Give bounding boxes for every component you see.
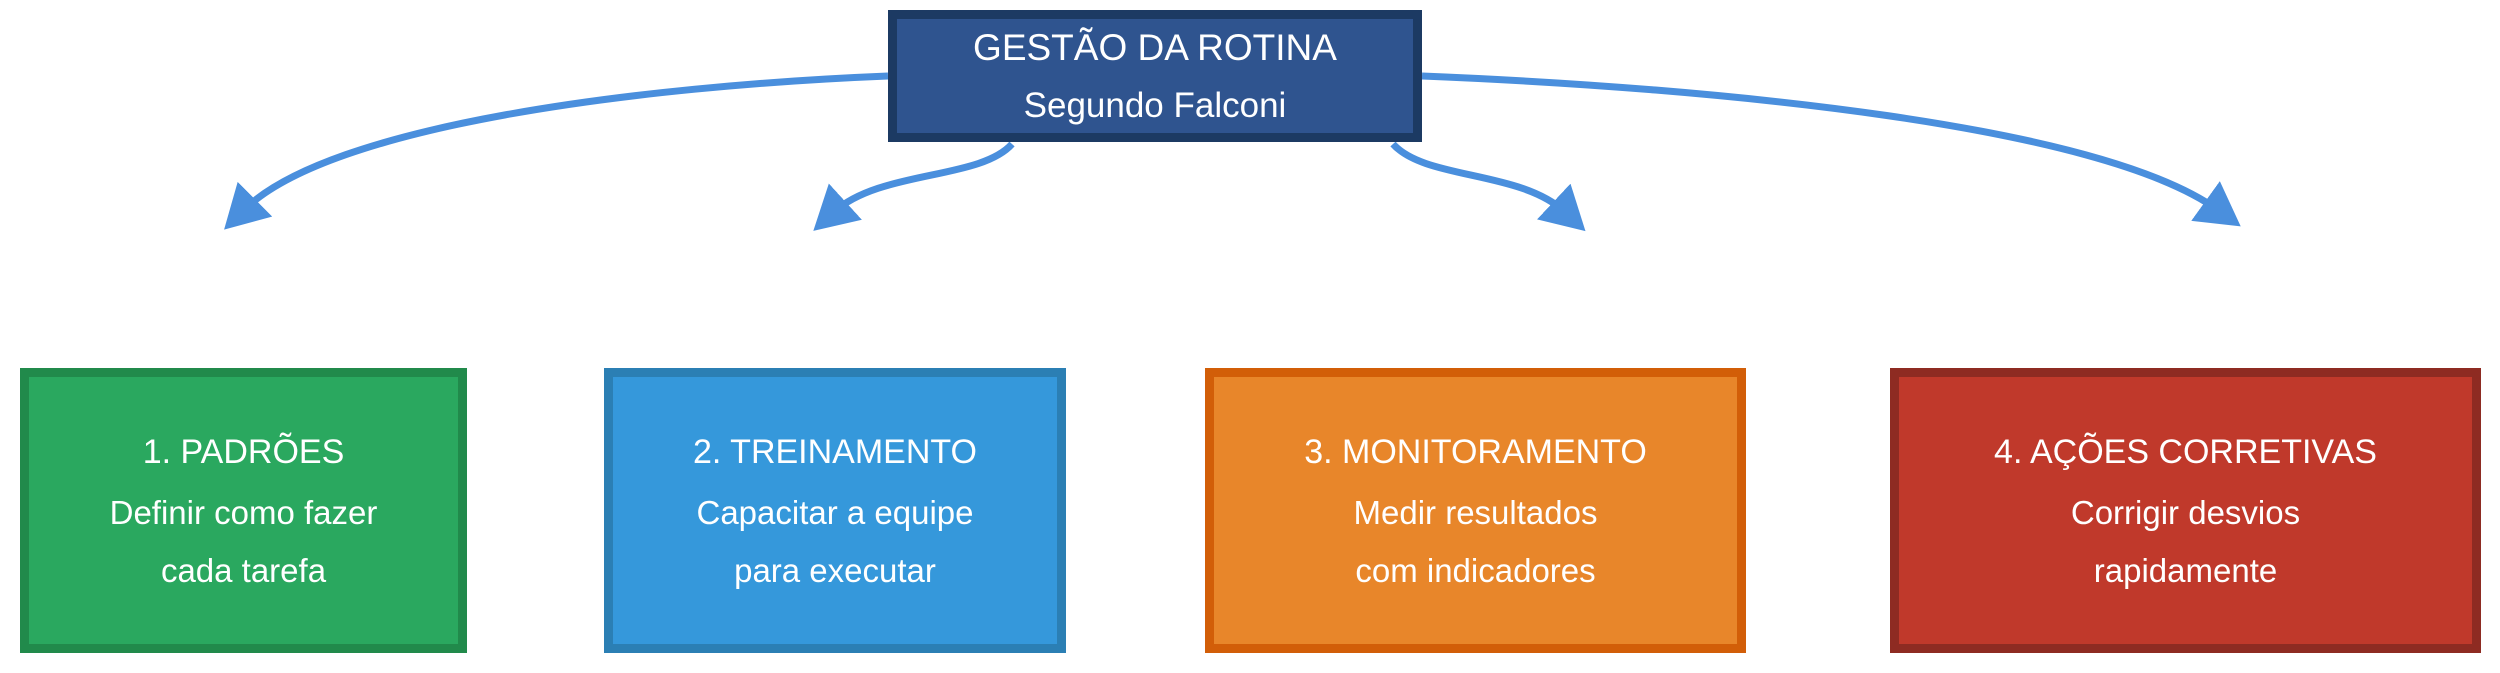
node-gestao-da-rotina[interactable]: GESTÃO DA ROTINA Segundo Falconi [888, 10, 1422, 142]
edge-root-to-treinamento [813, 141, 1015, 231]
edge-root-to-acoes [1421, 72, 2241, 227]
node-subtitle: Segundo Falconi [1023, 86, 1287, 125]
node-line: Definir como fazer [109, 493, 378, 531]
node-title: 3. MONITORAMENTO [1304, 432, 1647, 471]
node-title: 4. AÇÕES CORRETIVAS [1994, 432, 2377, 471]
node-title: 1. PADRÕES [142, 432, 345, 471]
node-line: cada tarefa [160, 551, 327, 589]
node-line: Medir resultados [1353, 493, 1598, 531]
node-monitoramento[interactable]: 3. MONITORAMENTO Medir resultados com in… [1205, 368, 1746, 653]
node-line: Capacitar a equipe [696, 493, 974, 531]
node-padroes[interactable]: 1. PADRÕES Definir como fazer cada taref… [20, 368, 467, 653]
node-acoes-corretivas[interactable]: 4. AÇÕES CORRETIVAS Corrigir desvios rap… [1890, 368, 2481, 653]
node-line: Corrigir desvios [2070, 493, 2301, 531]
edge-root-to-monitoramento [1390, 141, 1586, 232]
node-line: para executar [734, 551, 936, 589]
node-treinamento[interactable]: 2. TREINAMENTO Capacitar a equipe para e… [604, 368, 1066, 653]
node-line: rapidamente [2093, 551, 2278, 589]
edge-root-to-padroes [224, 72, 889, 230]
node-title: GESTÃO DA ROTINA [973, 27, 1337, 68]
node-title: 2. TREINAMENTO [692, 432, 978, 471]
node-line: com indicadores [1355, 551, 1596, 589]
